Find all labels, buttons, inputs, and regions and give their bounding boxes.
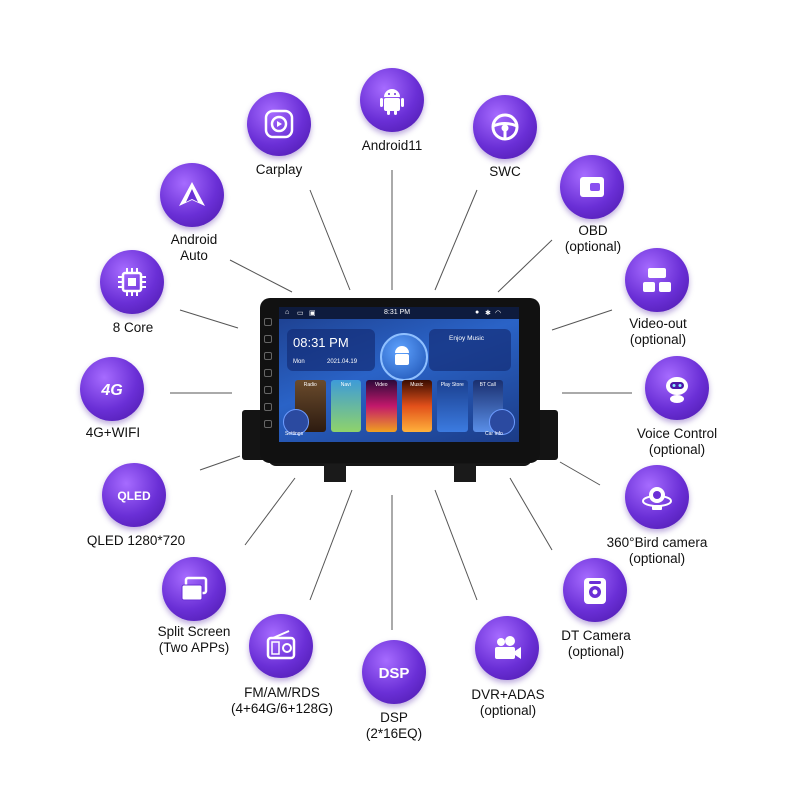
- video-out-icon: [625, 248, 689, 312]
- label-carplay: Carplay: [255, 162, 303, 177]
- home-icon: ⌂: [285, 309, 290, 316]
- label-swc: SWC: [489, 164, 521, 179]
- app-tiles: Radio Navi Video Music Play Store BT Cal…: [295, 380, 503, 432]
- label-android: Android11: [361, 138, 423, 153]
- label-4g-wifi: 4G+WIFI: [85, 425, 141, 440]
- mount-tab-left: [324, 464, 346, 482]
- 4g-icon: 4G: [80, 357, 144, 421]
- feature-obd: [560, 155, 624, 219]
- clock-day: Mon: [293, 359, 305, 365]
- wifi-icon: ◠: [495, 310, 502, 317]
- qled-icon: QLED: [102, 463, 166, 527]
- feature-8-core: [100, 250, 164, 314]
- feature-android: [360, 68, 424, 132]
- feature-dt-camera: [563, 558, 627, 622]
- music-label: Enjoy Music: [449, 335, 485, 342]
- car-info-icon[interactable]: [489, 409, 515, 435]
- image-icon: ▣: [309, 310, 316, 317]
- label-dsp: DSP(2*16EQ): [365, 710, 423, 741]
- svg-text:QLED: QLED: [117, 489, 151, 503]
- obd-icon: [560, 155, 624, 219]
- android-icon: [360, 68, 424, 132]
- head-unit: ⌂ ▭ ▣ 8:31 PM ● ✱ ◠ 08:31 PM Mon 2021.04…: [242, 298, 558, 488]
- label-8-core: 8 Core: [112, 320, 154, 335]
- location-icon: ●: [475, 309, 480, 316]
- tile-navi[interactable]: Navi: [330, 380, 361, 432]
- radio-icon: [249, 614, 313, 678]
- chip-icon: [100, 250, 164, 314]
- window-icon: ▭: [297, 310, 304, 317]
- svg-text:DSP: DSP: [379, 665, 410, 682]
- settings-icon[interactable]: [283, 409, 309, 435]
- mount-tab-right: [454, 464, 476, 482]
- split-screen-icon: [162, 557, 226, 621]
- camera-icon: [563, 558, 627, 622]
- label-fm-am-rds: FM/AM/RDS(4+64G/6+128G): [230, 685, 334, 716]
- carplay-icon: [247, 92, 311, 156]
- clock-widget[interactable]: 08:31 PM Mon 2021.04.19: [287, 329, 375, 371]
- dsp-icon: DSP: [362, 640, 426, 704]
- label-360-bird-camera: 360°Bird camera(optional): [606, 535, 708, 566]
- feature-4g-wifi: 4G: [80, 357, 144, 421]
- label-voice-control: Voice Control(optional): [636, 426, 718, 457]
- video-camera-icon: [475, 616, 539, 680]
- feature-android-auto: [160, 163, 224, 227]
- status-time: 8:31 PM: [384, 309, 411, 316]
- feature-dvr-adas: [475, 616, 539, 680]
- 360-camera-icon: [625, 465, 689, 529]
- svg-text:4G: 4G: [100, 382, 122, 399]
- label-qled: QLED 1280*720: [86, 533, 186, 548]
- feature-dsp: DSP: [362, 640, 426, 704]
- label-dt-camera: DT Camera(optional): [561, 628, 631, 659]
- feature-carplay: [247, 92, 311, 156]
- clock-date: 2021.04.19: [327, 359, 358, 365]
- tile-video[interactable]: Video: [366, 380, 397, 432]
- feature-qled: QLED: [102, 463, 166, 527]
- status-bar: ⌂ ▭ ▣ 8:31 PM ● ✱ ◠: [279, 307, 519, 319]
- label-dvr-adas: DVR+ADAS(optional): [471, 687, 545, 718]
- robot-icon: [645, 356, 709, 420]
- tile-music[interactable]: Music: [401, 380, 432, 432]
- android-auto-icon: [160, 163, 224, 227]
- feature-video-out: [625, 248, 689, 312]
- music-widget[interactable]: Enjoy Music: [429, 329, 511, 371]
- feature-fm-am-rds: [249, 614, 313, 678]
- feature-360-bird-camera: [625, 465, 689, 529]
- clock-time: 08:31 PM: [293, 335, 349, 350]
- side-buttons: [264, 318, 274, 428]
- feature-swc: [473, 95, 537, 159]
- car-info-label: Car Info: [485, 431, 503, 437]
- steering-wheel-icon: [473, 95, 537, 159]
- screen-android-icon[interactable]: [380, 333, 428, 381]
- label-video-out: Video-out(optional): [629, 316, 687, 347]
- feature-voice-control: [645, 356, 709, 420]
- label-split-screen: Split Screen(Two APPs): [157, 624, 231, 655]
- tile-play-store[interactable]: Play Store: [437, 380, 468, 432]
- unit-screen: ⌂ ▭ ▣ 8:31 PM ● ✱ ◠ 08:31 PM Mon 2021.04…: [279, 307, 519, 442]
- settings-label: Settings: [285, 431, 304, 437]
- bluetooth-icon: ✱: [485, 310, 491, 317]
- label-obd: OBD(optional): [564, 223, 622, 254]
- feature-split-screen: [162, 557, 226, 621]
